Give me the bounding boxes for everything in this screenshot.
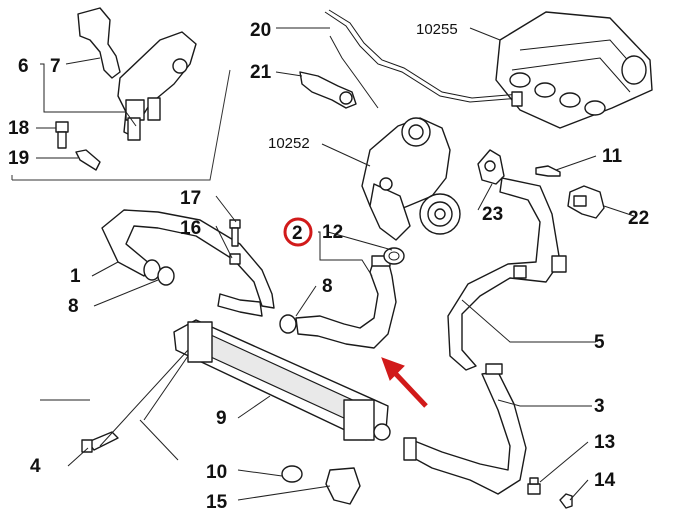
bolt-14[interactable] [559,493,573,509]
pipe-3[interactable] [403,363,527,495]
clamp-15[interactable] [325,467,361,505]
clamp-8-left[interactable] [157,266,175,286]
callout-10: 10 [206,462,227,483]
callout-23: 23 [482,204,503,225]
pipe-20[interactable] [324,9,523,107]
bracket-inset-frame [11,69,231,181]
callout-11: 11 [602,146,623,167]
bolt-11[interactable] [535,165,561,177]
callout-20: 20 [250,20,271,41]
callout-5: 5 [594,332,605,353]
callout-10255: 10255 [416,21,458,38]
callout-15: 15 [206,492,228,513]
pipe-5[interactable] [447,177,567,371]
clamp-12[interactable] [383,247,405,265]
intercooler-part[interactable] [173,319,391,441]
callout-3: 3 [594,396,605,417]
bolt-13[interactable] [527,477,541,495]
callout-6: 6 [18,56,29,77]
bracket-part[interactable] [77,7,197,141]
leader-lines [36,27,635,501]
bolt-4[interactable] [81,431,119,453]
callout-14: 14 [594,470,616,491]
callout-22: 22 [628,208,649,229]
sensor-21[interactable] [299,71,357,109]
gasket-23[interactable] [477,149,505,185]
callout-8-left: 8 [68,296,79,317]
callout-21: 21 [250,62,272,83]
callout-4: 4 [30,456,41,477]
callout-19: 19 [8,148,29,169]
callout-18: 18 [8,118,29,139]
callout-13: 13 [594,432,615,453]
callout-17: 17 [180,188,201,209]
callout-12: 12 [322,222,343,243]
clamp-10[interactable] [281,465,303,483]
intake-manifold-part[interactable] [495,11,653,129]
callout-1: 1 [70,266,81,287]
callout-8-center: 8 [322,276,333,297]
turbocharger-part[interactable] [361,117,461,241]
callout-7: 7 [50,56,61,77]
bolt-18[interactable] [55,121,69,149]
bolt-17[interactable] [229,219,241,247]
plug-22[interactable] [567,185,605,219]
callout-10252: 10252 [268,135,310,152]
callout-9: 9 [216,408,227,429]
pipe-2[interactable] [279,255,397,349]
callout-labels: 6 7 18 19 20 21 10255 10252 11 22 23 17 … [8,20,649,513]
nut-16[interactable] [229,253,241,265]
red-arrow-pointer [381,357,428,408]
callout-16: 16 [180,218,201,239]
highlight-ring [283,217,313,247]
callout-2: 2 [292,223,303,244]
bolt-19[interactable] [75,149,101,171]
